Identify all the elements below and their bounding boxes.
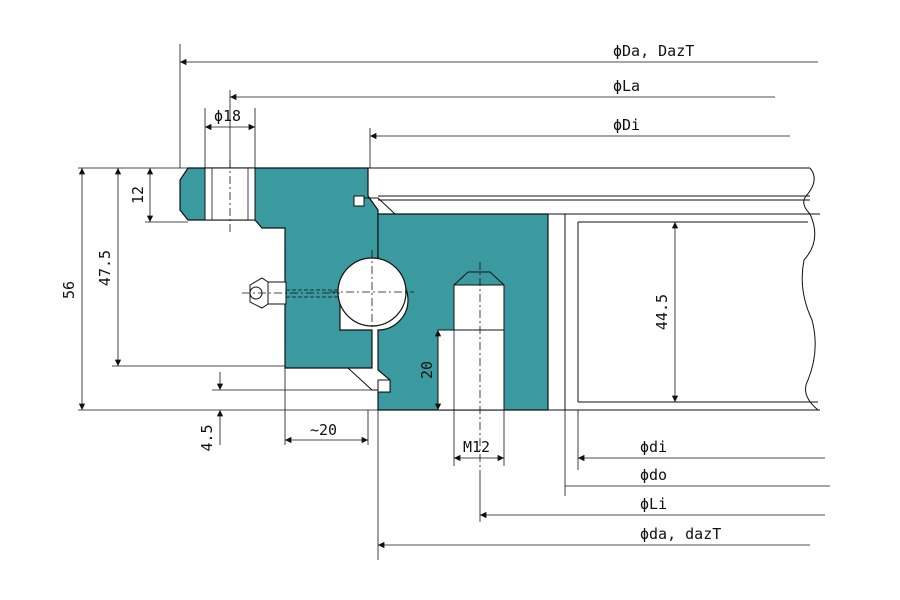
label-4-5: 4.5 — [198, 424, 216, 451]
label-12: 12 — [129, 186, 147, 204]
label-di-lower: ϕdi — [640, 438, 667, 456]
label-hole-dia: ϕ18 — [214, 107, 241, 125]
label-20-approx: ~20 — [310, 421, 337, 439]
inner-ring — [377, 213, 549, 470]
label-da-outer: ϕDa, DazT — [613, 42, 694, 60]
label-47-5: 47.5 — [96, 250, 114, 286]
ball-raceway — [330, 195, 414, 393]
outer-ring — [179, 160, 379, 369]
inner-section-right — [368, 167, 820, 411]
label-li: ϕLi — [640, 495, 667, 513]
bottom-dimensions: ϕdi ϕdo ϕLi ϕda, dazT — [377, 410, 830, 560]
label-44-5: 44.5 — [653, 294, 671, 330]
label-da-inner: ϕda, dazT — [640, 525, 721, 543]
label-di-upper: ϕDi — [613, 116, 640, 134]
left-dimensions: 56 47.5 12 4.5 ~20 — [60, 167, 378, 452]
top-dimensions: ϕDa, DazT ϕLa ϕDi ϕ18 — [179, 42, 818, 168]
grease-nipple — [242, 277, 340, 309]
label-la: ϕLa — [613, 77, 640, 95]
label-56: 56 — [60, 281, 78, 299]
label-do: ϕdo — [640, 466, 667, 484]
inner-dimensions: 20 44.5 M12 — [418, 221, 679, 466]
label-20: 20 — [418, 361, 436, 379]
label-thread: M12 — [463, 438, 490, 456]
